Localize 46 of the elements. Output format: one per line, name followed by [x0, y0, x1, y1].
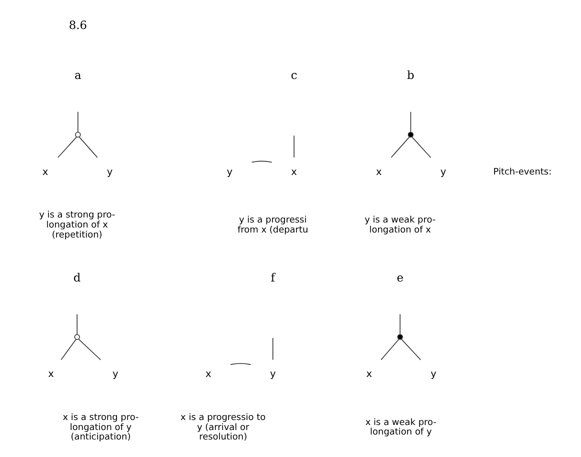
node-text: x — [375, 166, 382, 178]
label: d — [72, 270, 80, 284]
node-text: x — [205, 369, 211, 380]
label: y is a weak pro-longation of x — [364, 216, 436, 236]
connector — [78, 136, 98, 158]
label: y is a progressi from x (departu — [237, 216, 308, 236]
connector — [380, 338, 399, 360]
connector — [411, 136, 431, 158]
connector — [60, 338, 76, 360]
node-text: y — [269, 369, 276, 380]
label: a — [74, 68, 81, 82]
node-circle — [396, 334, 402, 340]
node-circle — [74, 132, 80, 138]
connector — [76, 314, 77, 335]
label: c — [290, 68, 297, 82]
connector — [78, 338, 101, 360]
node-circle — [74, 334, 80, 340]
label: e — [396, 270, 403, 284]
node-text: y — [226, 166, 232, 178]
connector — [57, 136, 76, 158]
label: x is a progressio to y (arrival or resolution) — [180, 413, 266, 443]
label: x is a weak pro-longation of y — [364, 418, 436, 438]
node-text: y — [112, 369, 118, 380]
node-text: y — [430, 369, 436, 380]
label: f — [270, 270, 274, 284]
connector — [390, 136, 410, 158]
node-text: x — [290, 166, 296, 178]
node-text: y — [106, 166, 112, 178]
label: y is a strong pro-longation of x (repetition) — [38, 210, 115, 240]
node-circle — [407, 132, 414, 138]
node-text: y — [440, 166, 446, 178]
node-text: x — [48, 369, 54, 380]
connector — [272, 338, 273, 360]
label: b — [406, 68, 414, 82]
label: Pitch-events: — [492, 168, 552, 178]
connector — [230, 363, 251, 365]
connector — [250, 160, 272, 163]
connector — [410, 112, 411, 132]
connector — [399, 314, 400, 335]
connector — [77, 112, 78, 132]
node-text: x — [366, 369, 372, 380]
label: x is a strong pro-longation of y (anticipation) — [62, 413, 138, 443]
node-text: x — [42, 166, 48, 178]
connector — [400, 338, 421, 360]
connector — [293, 135, 294, 158]
label: 8.6 — [68, 18, 86, 32]
